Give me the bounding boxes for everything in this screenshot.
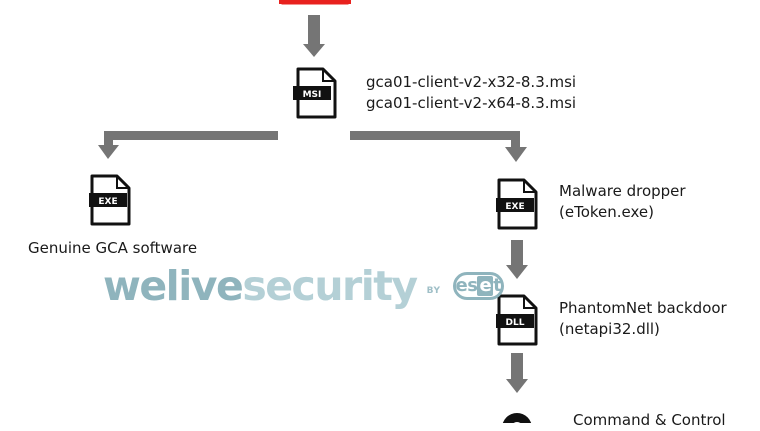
msi-label: gca01-client-v2-x32-8.3.msi gca01-client…: [366, 72, 576, 114]
watermark-part2: security: [242, 262, 418, 310]
genuine-label: Genuine GCA software: [28, 238, 197, 259]
watermark-part1: welive: [103, 262, 244, 310]
dropper-label-line2: (eToken.exe): [559, 203, 654, 221]
msi-file-icon: MSI: [293, 67, 337, 119]
genuine-label-text: Genuine GCA software: [28, 239, 198, 257]
msi-badge-text: MSI: [303, 90, 322, 100]
dll-file-icon: DLL: [496, 294, 538, 346]
watermark-wordmark: welivesecurity: [103, 262, 418, 310]
eset-logo-pre: es: [455, 275, 478, 296]
top-source-box: [279, 0, 351, 5]
msi-label-line1: gca01-client-v2-x32-8.3.msi: [366, 73, 577, 91]
dropper-label: Malware dropper (eToken.exe): [559, 181, 686, 223]
arrow-top-to-msi: [303, 15, 325, 57]
dropper-exe-icon: EXE: [496, 178, 538, 230]
backdoor-label: PhantomNet backdoor (netapi32.dll): [559, 298, 727, 340]
eset-logo-hl: e: [477, 275, 494, 296]
dropper-exe-badge-text: EXE: [505, 202, 524, 212]
c2-globe-icon: [502, 413, 532, 423]
backdoor-label-line2: (netapi32.dll): [559, 320, 660, 338]
genuine-exe-icon: EXE: [89, 174, 131, 226]
eset-logo-post: t: [493, 275, 502, 296]
dll-badge-text: DLL: [506, 318, 525, 328]
arrow-msi-to-genuine: [98, 131, 278, 159]
arrow-msi-to-dropper: [350, 131, 527, 162]
genuine-exe-badge-text: EXE: [98, 197, 117, 207]
backdoor-label-line1: PhantomNet backdoor: [559, 299, 727, 317]
watermark-by: BY: [426, 286, 441, 296]
dropper-label-line1: Malware dropper: [559, 182, 686, 200]
msi-label-line2: gca01-client-v2-x64-8.3.msi: [366, 94, 577, 112]
c2-label: Command & Control: [573, 410, 726, 431]
arrow-dll-to-c2: [506, 353, 528, 393]
arrow-dropper-to-dll: [506, 240, 528, 279]
c2-label-text: Command & Control: [573, 411, 726, 429]
